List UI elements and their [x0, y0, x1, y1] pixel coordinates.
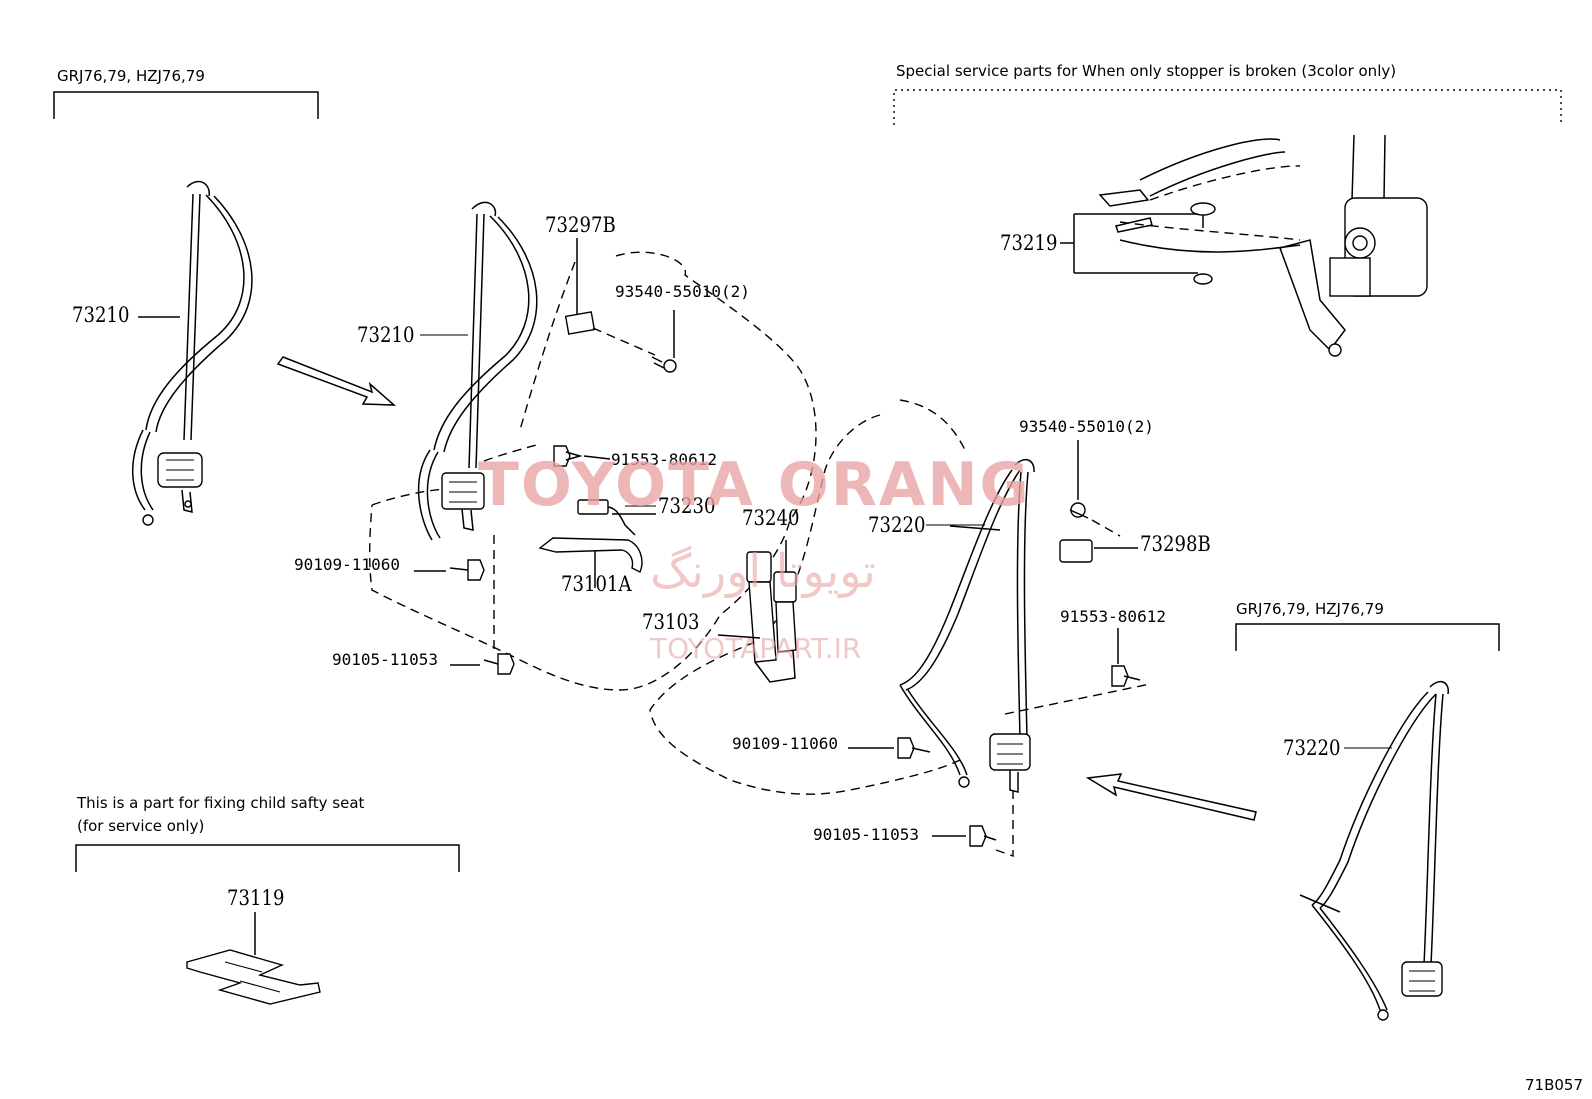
- watermark-persian: تویوتا اورنگ: [650, 544, 876, 598]
- strap-73101a: [538, 537, 643, 588]
- seat-belt-assembly-bottom-right: [1299, 680, 1449, 1021]
- part-label-73210-b[interactable]: 73210: [357, 323, 415, 347]
- cover-73298b: [1059, 539, 1093, 563]
- part-label-73119[interactable]: 73119: [227, 886, 285, 910]
- part-label-90109-b[interactable]: 90109-11060: [732, 734, 838, 753]
- variant-note-bottom-right: GRJ76,79, HZJ76,79: [1236, 600, 1384, 618]
- direction-arrow-left: [276, 356, 397, 406]
- seat-belt-assembly-right: [899, 458, 1035, 793]
- part-label-91553-a[interactable]: 91553-80612: [611, 450, 717, 469]
- screw-93540-right: [1069, 440, 1089, 519]
- part-label-93540-b[interactable]: 93540-55010(2): [1019, 417, 1154, 436]
- child-seat-plate-73119: [186, 912, 321, 1005]
- part-label-91553-b[interactable]: 91553-80612: [1060, 607, 1166, 626]
- bracket-bottom-right: [1235, 623, 1500, 651]
- watermark-site: TOYOTAPART.IR: [650, 632, 862, 665]
- bracket-plate-73297b: [564, 311, 596, 335]
- watermark-brand: TOYOTA ORANG: [478, 450, 1031, 520]
- part-label-90105-a[interactable]: 90105-11053: [332, 650, 438, 669]
- seat-outline-right: [649, 399, 966, 795]
- part-label-73210-a[interactable]: 73210: [72, 303, 130, 327]
- part-label-73101a[interactable]: 73101A: [561, 572, 632, 596]
- part-label-90109-a[interactable]: 90109-11060: [294, 555, 400, 574]
- bracket-top-left: [53, 91, 319, 119]
- bolt-90109-left: [414, 559, 485, 581]
- part-label-73298b[interactable]: 73298B: [1140, 532, 1211, 556]
- part-label-73220-b[interactable]: 73220: [1283, 736, 1341, 760]
- variant-note-top-left: GRJ76,79, HZJ76,79: [57, 67, 205, 85]
- bolt-91553-left: [553, 445, 611, 467]
- stopper-detail-73219: [1060, 134, 1428, 357]
- seat-belt-assembly-left: [132, 180, 253, 526]
- bolt-90105-left: [450, 535, 515, 675]
- bolt-90105-right: [932, 790, 1014, 857]
- bracket-top-right: [893, 89, 1562, 125]
- child-seat-note-line1: This is a part for fixing child safty se…: [77, 794, 365, 812]
- buckle-assembly-73103-73240: [717, 540, 797, 683]
- drawing-code: 71B057: [1525, 1076, 1584, 1094]
- direction-arrow-right: [1085, 773, 1257, 821]
- bolt-91553-right: [1111, 628, 1141, 687]
- buckle-73230: [577, 499, 656, 536]
- part-label-73240[interactable]: 73240: [742, 506, 800, 530]
- bolt-90109-right: [848, 737, 931, 759]
- part-label-73220-a[interactable]: 73220: [868, 513, 926, 537]
- bracket-child-seat: [75, 844, 460, 872]
- special-service-note: Special service parts for When only stop…: [896, 62, 1397, 80]
- part-label-73230[interactable]: 73230: [658, 494, 716, 518]
- part-label-93540-a[interactable]: 93540-55010(2): [615, 282, 750, 301]
- part-label-90105-b[interactable]: 90105-11053: [813, 825, 919, 844]
- child-seat-note-line2: (for service only): [77, 817, 205, 835]
- part-label-73103[interactable]: 73103: [642, 610, 700, 634]
- part-label-73297b[interactable]: 73297B: [545, 213, 616, 237]
- part-label-73219[interactable]: 73219: [1000, 231, 1058, 255]
- screw-93540-left: [651, 310, 677, 373]
- seat-belt-assembly-center: [417, 201, 538, 541]
